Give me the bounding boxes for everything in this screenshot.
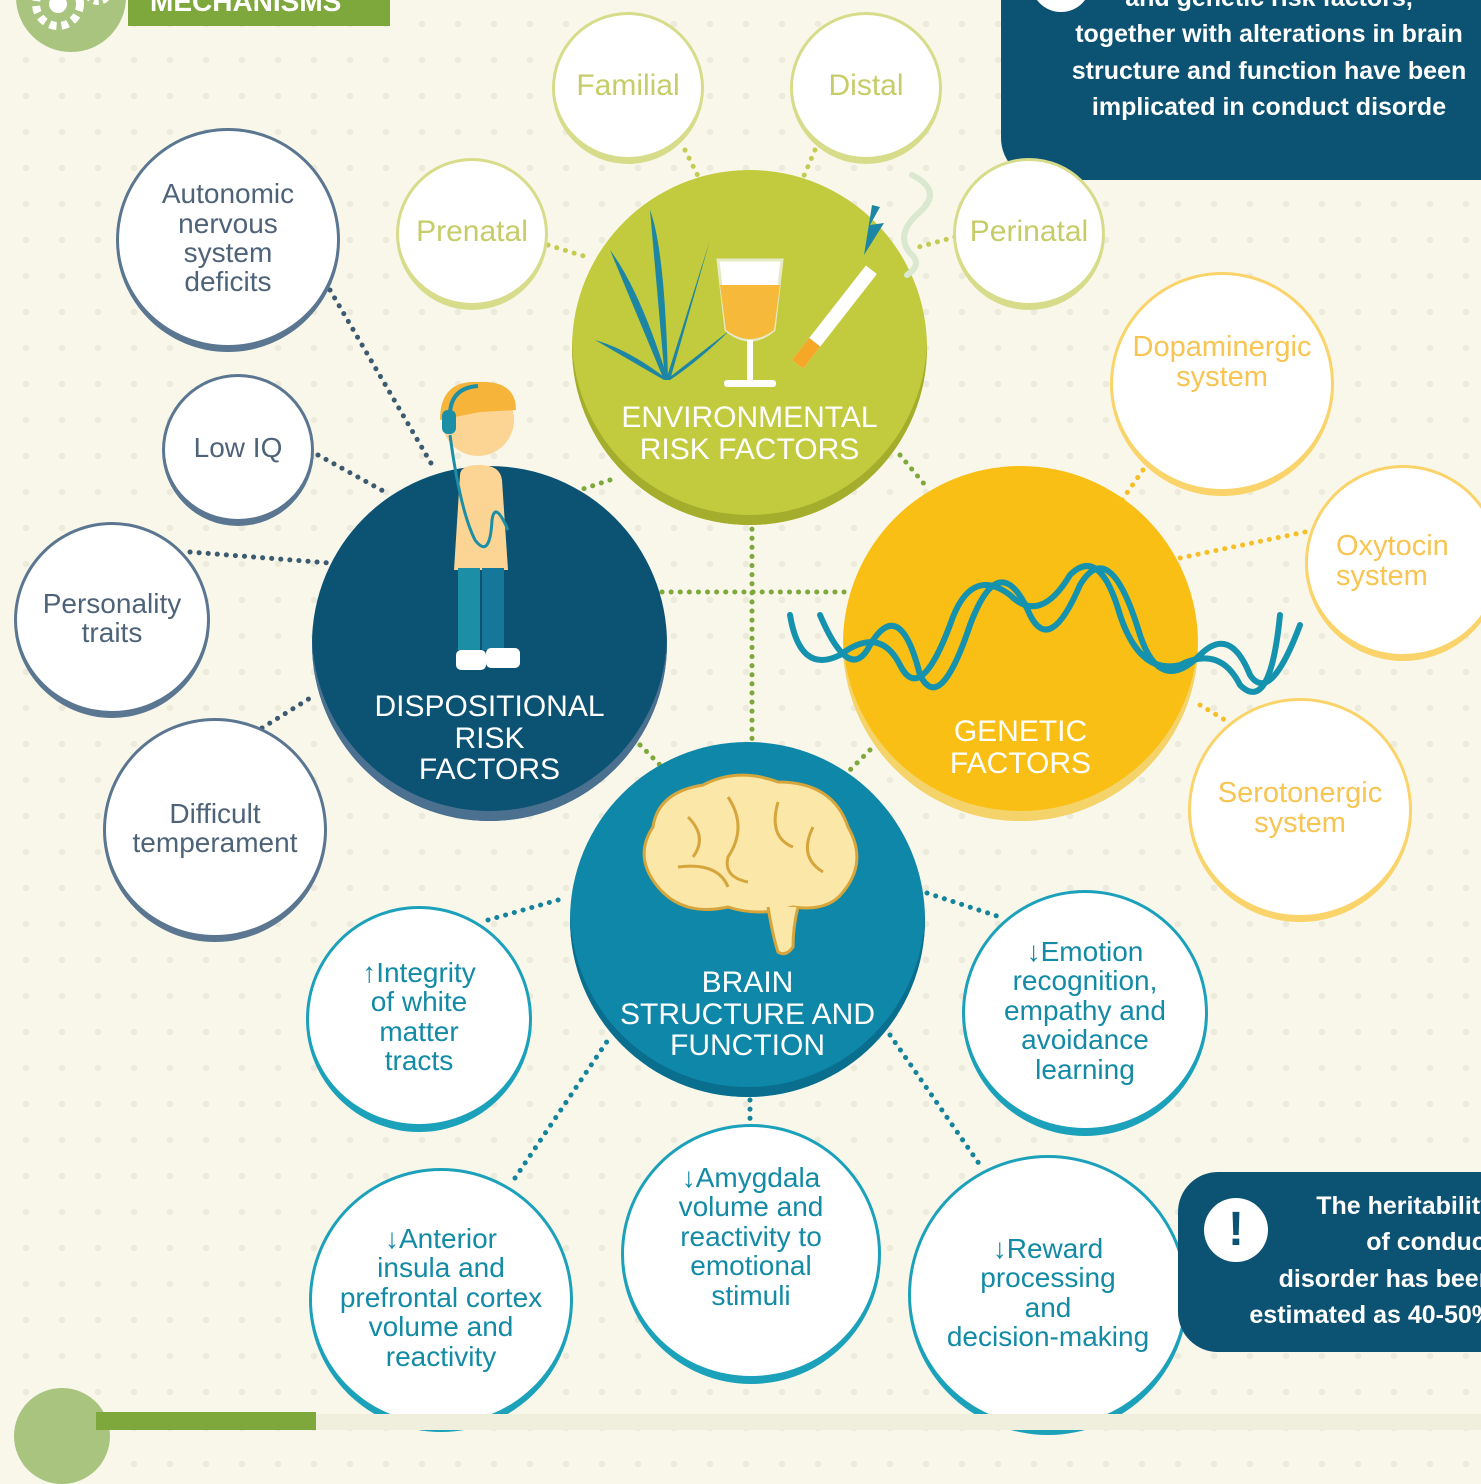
- brain-factor-emotion-recognition: ↓Emotion recognition, empathy and avoida…: [962, 890, 1208, 1136]
- dispositional-factor-personality: Personality traits: [14, 522, 210, 718]
- cannabis-leaf-icon: [595, 210, 730, 380]
- dna-helix-icon: [787, 563, 1303, 695]
- heritability-text: The heritability of conduct disorder has…: [1249, 1192, 1481, 1329]
- environmental-hub: ENVIRONMENTAL RISK FACTORS: [572, 170, 933, 525]
- dispositional-factor-autonomic: Autonomic nervous system deficits: [116, 128, 340, 352]
- brain-factor-reward-processing: ↓Reward processing and decision-making: [908, 1155, 1188, 1435]
- brain-factor-anterior-insula: ↓Anterior insula and prefrontal cortex v…: [309, 1168, 573, 1432]
- genetic-factor-serotonergic: Serotonergic system: [1188, 698, 1412, 922]
- brain-hub: BRAIN STRUCTURE AND FUNCTION: [570, 742, 925, 1097]
- brain-factor-amygdala: ↓Amygdala volume and reactivity to emoti…: [621, 1124, 881, 1384]
- dispositional-factor-temperament: Difficult temperament: [103, 718, 327, 942]
- environmental-factor-distal: Distal: [790, 12, 942, 164]
- top-note-text: and genetic risk factors, together with …: [1071, 0, 1467, 121]
- top-note: and genetic risk factors, together with …: [1001, 0, 1481, 180]
- connector-lines: [187, 147, 1308, 1181]
- section-label: MECHANISMS: [150, 0, 342, 17]
- exclamation-icon: !: [1204, 1198, 1268, 1262]
- bottom-strip: [316, 1414, 1481, 1430]
- cigarette-icon: [792, 172, 933, 369]
- brain-icon: [642, 773, 859, 956]
- brain-hub-label: BRAIN STRUCTURE AND FUNCTION: [619, 966, 875, 1062]
- environmental-factor-prenatal: Prenatal: [396, 158, 548, 310]
- gear-icon: [32, 0, 110, 30]
- wine-glass-icon: [716, 258, 784, 387]
- genetic-hub: GENETIC FACTORS: [843, 466, 1198, 821]
- section-header: [16, 0, 126, 52]
- dispositional-factor-low-iq: Low IQ: [162, 374, 314, 526]
- heritability-note: ! The heritability of conduct disorder h…: [1178, 1172, 1481, 1352]
- dispositional-hub-label: DISPOSITIONAL RISK FACTORS: [374, 690, 605, 786]
- genetic-hub-label: GENETIC FACTORS: [949, 715, 1092, 780]
- genetic-factor-oxytocin: Oxytocin system: [1305, 465, 1481, 661]
- section-label-box: MECHANISMS: [128, 0, 390, 26]
- environmental-factor-familial: Familial: [552, 12, 704, 164]
- next-section-bar: [96, 1412, 316, 1430]
- genetic-factor-dopaminergic: Dopaminergic system: [1110, 272, 1334, 496]
- environmental-factor-perinatal: Perinatal: [953, 158, 1105, 310]
- boy-with-headphones-icon: [440, 381, 520, 670]
- next-section-icon-circle: [14, 1388, 110, 1484]
- environmental-hub-label: ENVIRONMENTAL RISK FACTORS: [621, 401, 878, 466]
- brain-factor-white-matter: ↑Integrity of white matter tracts: [306, 906, 532, 1132]
